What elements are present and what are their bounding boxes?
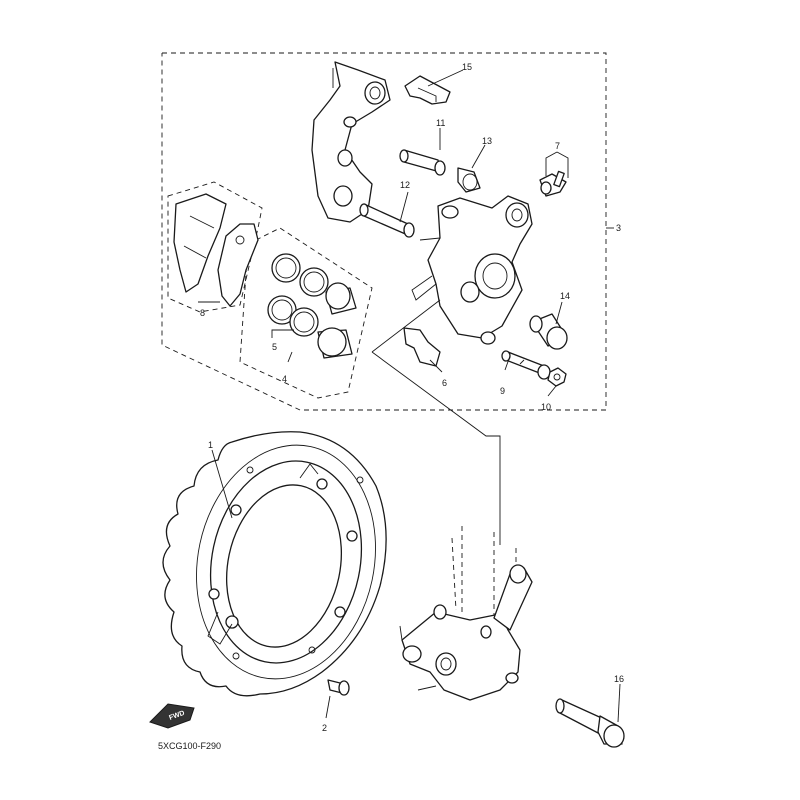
seals-5 — [267, 253, 329, 337]
pad-support-6 — [403, 327, 441, 367]
pad-spring — [404, 75, 451, 105]
disc-screw-2 — [327, 679, 350, 696]
callout-8: 8 — [200, 308, 205, 318]
seal-kit-boundary — [239, 227, 373, 399]
caliper-bracket — [311, 61, 391, 223]
callout-5: 5 — [272, 342, 277, 352]
callout-7: 7 — [555, 141, 560, 151]
callout-14: 14 — [560, 291, 570, 301]
pad-pin-12 — [359, 203, 415, 238]
callout-11: 11 — [436, 118, 445, 128]
bolt-9 — [501, 350, 551, 380]
pad-kit-boundary — [167, 181, 263, 313]
callout-10: 10 — [541, 402, 551, 412]
pistons — [317, 282, 357, 359]
callout-6: 6 — [442, 378, 447, 388]
callout-4: 4 — [282, 374, 287, 384]
pin-boot-13 — [457, 167, 481, 193]
callout-15: 15 — [462, 62, 472, 72]
caliper-assembly-boundary — [161, 52, 607, 411]
fork-leg — [399, 526, 533, 701]
callout-2: 2 — [322, 723, 327, 733]
caliper-body — [411, 195, 533, 345]
callout-13: 13 — [482, 136, 492, 146]
brake-pad-front — [173, 193, 227, 293]
axle-bolt-16 — [555, 698, 625, 748]
nut-10 — [547, 367, 567, 387]
pad-pin-11 — [399, 149, 446, 176]
bleed-screw-7 — [539, 170, 567, 197]
brake-disc — [162, 431, 387, 697]
callout-12: 12 — [400, 180, 410, 190]
fwd-arrow-icon: FWD — [149, 703, 195, 729]
callout-9: 9 — [500, 386, 505, 396]
slide-pin-14 — [529, 313, 568, 350]
callout-1: 1 — [208, 440, 213, 450]
diagram-code: 5XCG100-F290 — [158, 741, 221, 751]
callout-3: 3 — [616, 223, 621, 233]
brake-pad-rear — [217, 223, 259, 307]
callout-16: 16 — [614, 674, 624, 684]
